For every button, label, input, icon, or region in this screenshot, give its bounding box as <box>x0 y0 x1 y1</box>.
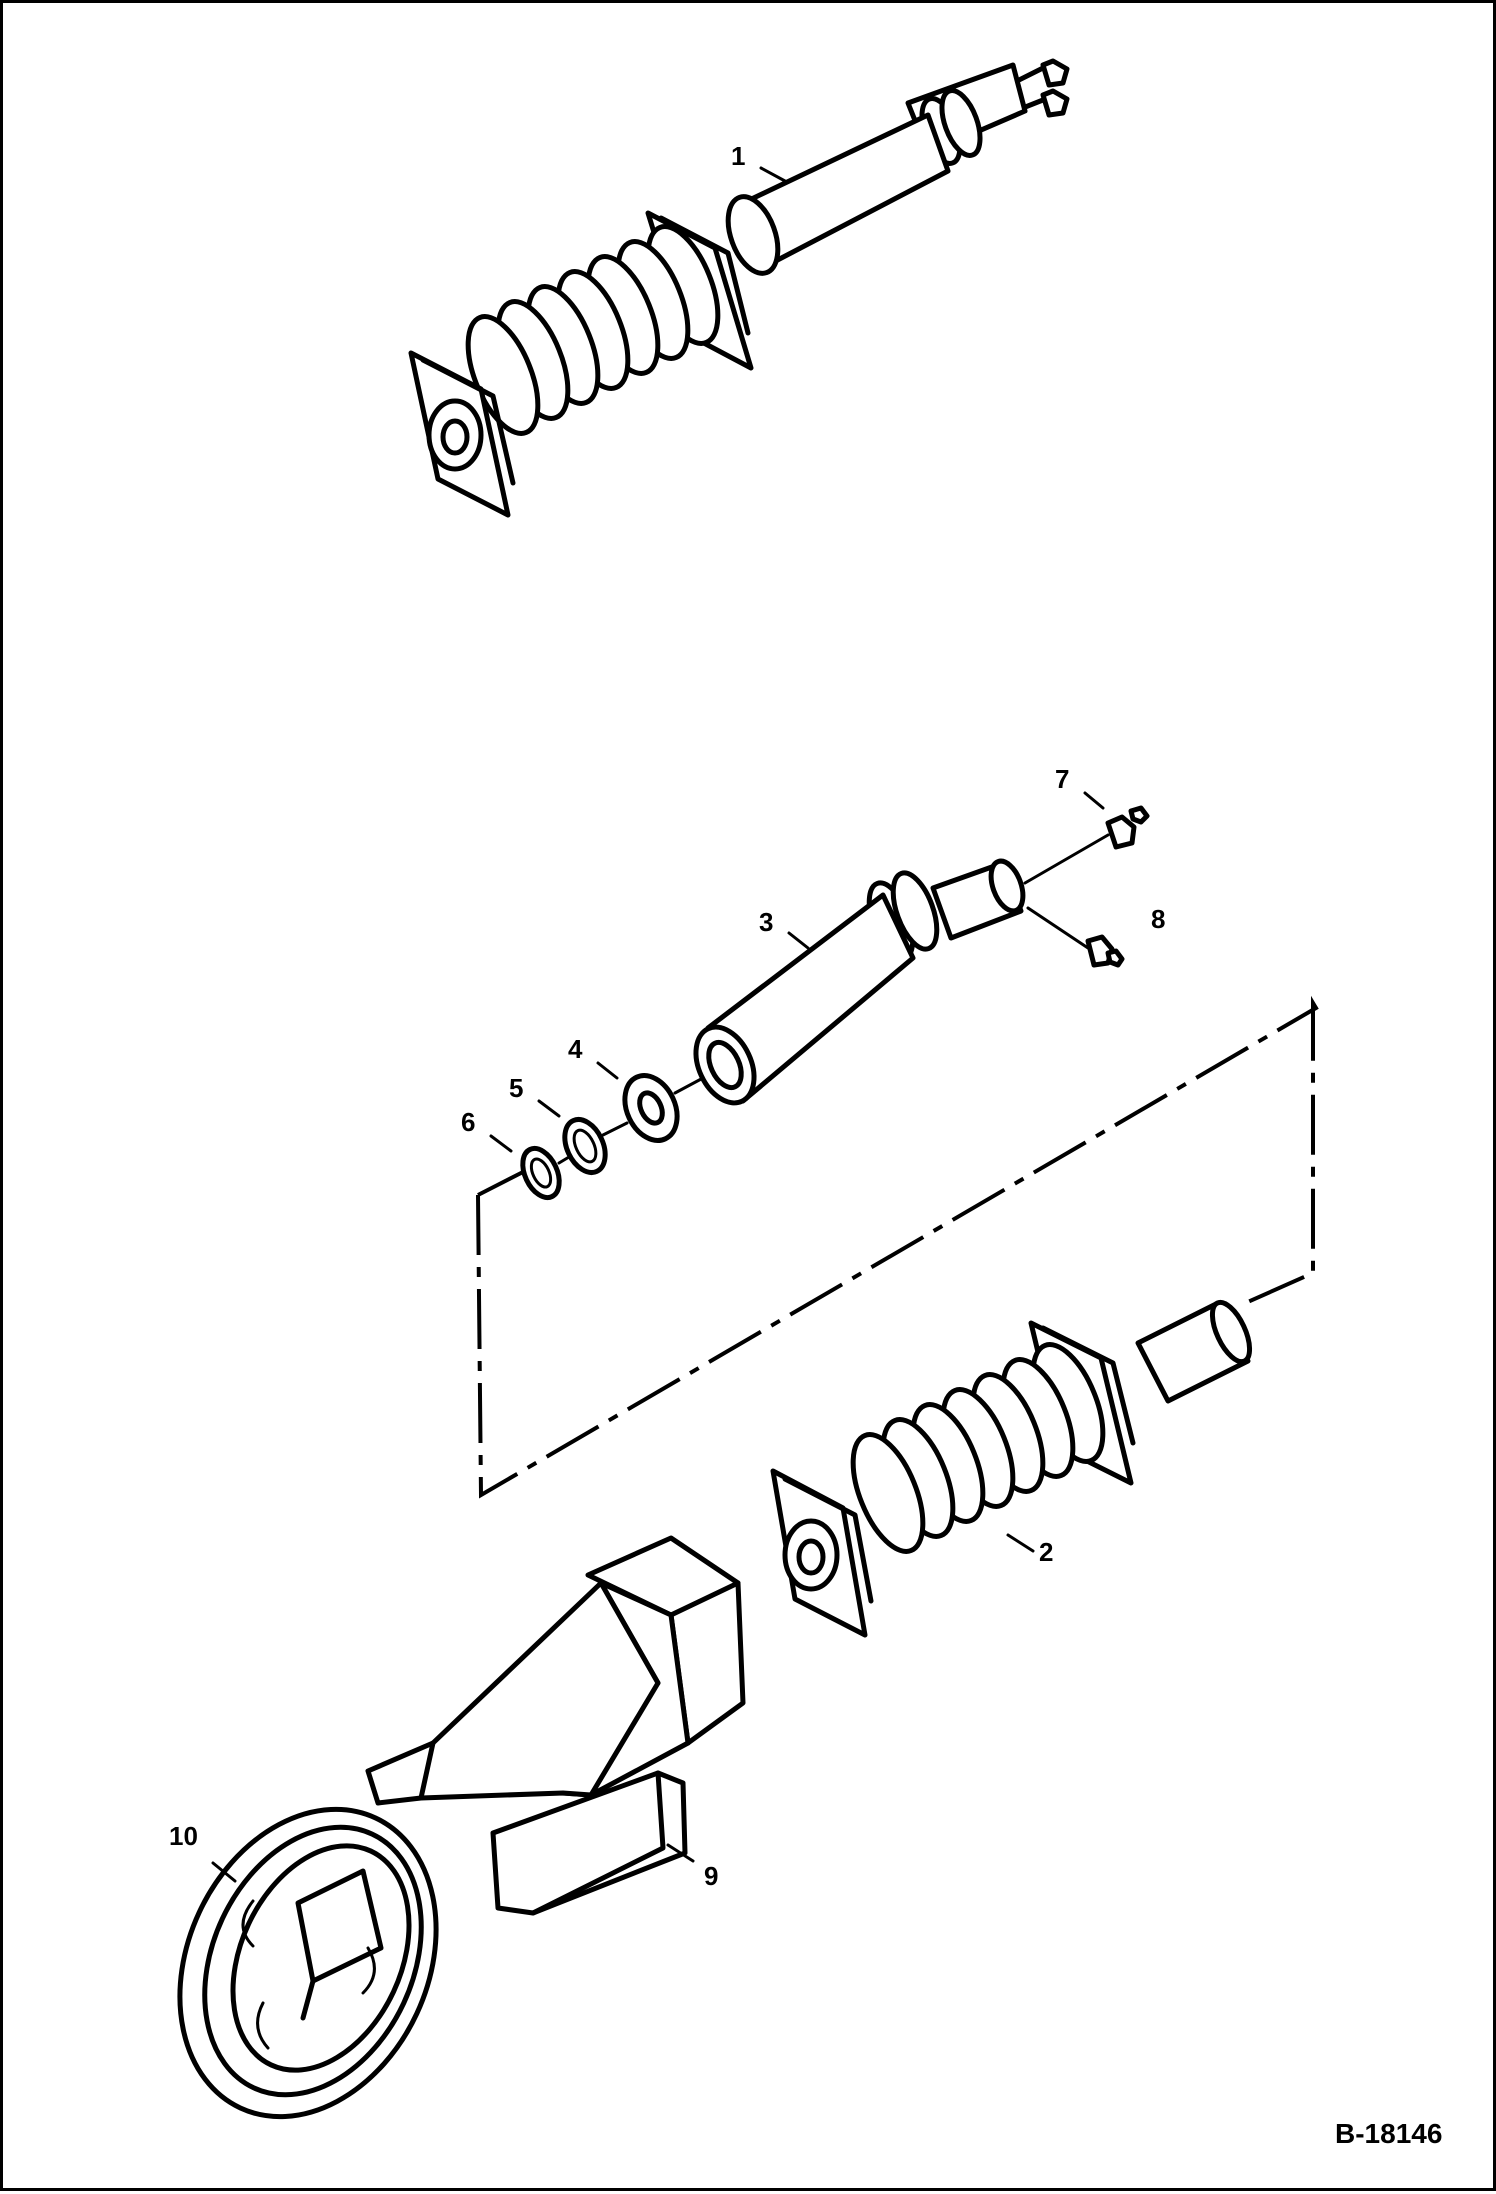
part-4-seal <box>622 1073 705 1143</box>
leader-5 <box>537 1099 561 1118</box>
assembly-line-right <box>1240 1000 1318 1307</box>
leader-1 <box>759 166 787 183</box>
callout-3: 3 <box>759 907 773 937</box>
callout-9: 9 <box>704 1861 718 1891</box>
callout-10: 10 <box>169 1821 198 1851</box>
callout-7: 7 <box>1055 764 1069 794</box>
part-1-recoil-spring-assembly <box>408 58 1070 518</box>
callout-2: 2 <box>1039 1537 1053 1567</box>
callout-8: 8 <box>1151 904 1165 934</box>
part-6-ring <box>520 1145 571 1201</box>
callout-1: 1 <box>731 141 745 171</box>
leader-7 <box>1083 791 1105 810</box>
exploded-parts-diagram: 1 2 3 4 5 6 7 8 9 10 B-18146 <box>169 58 1442 2149</box>
part-10-idler-wheel <box>177 1806 439 2120</box>
callout-6: 6 <box>461 1107 475 1137</box>
leader-6 <box>489 1134 513 1153</box>
part-3-cylinder <box>693 858 1026 1106</box>
leader-4 <box>596 1061 619 1080</box>
part-2-spring-assembly <box>770 1299 1253 1638</box>
figure-code: B-18146 <box>1335 2118 1442 2149</box>
callout-4: 4 <box>568 1034 583 1064</box>
part-9-yoke-bracket <box>365 1535 746 1916</box>
callout-5: 5 <box>509 1073 523 1103</box>
part-5-ring <box>562 1117 629 1175</box>
part-7-grease-fitting <box>1023 805 1150 885</box>
leader-3 <box>787 931 810 950</box>
assembly-line-left-top <box>477 1169 526 1197</box>
part-8-grease-fitting <box>1026 906 1125 968</box>
